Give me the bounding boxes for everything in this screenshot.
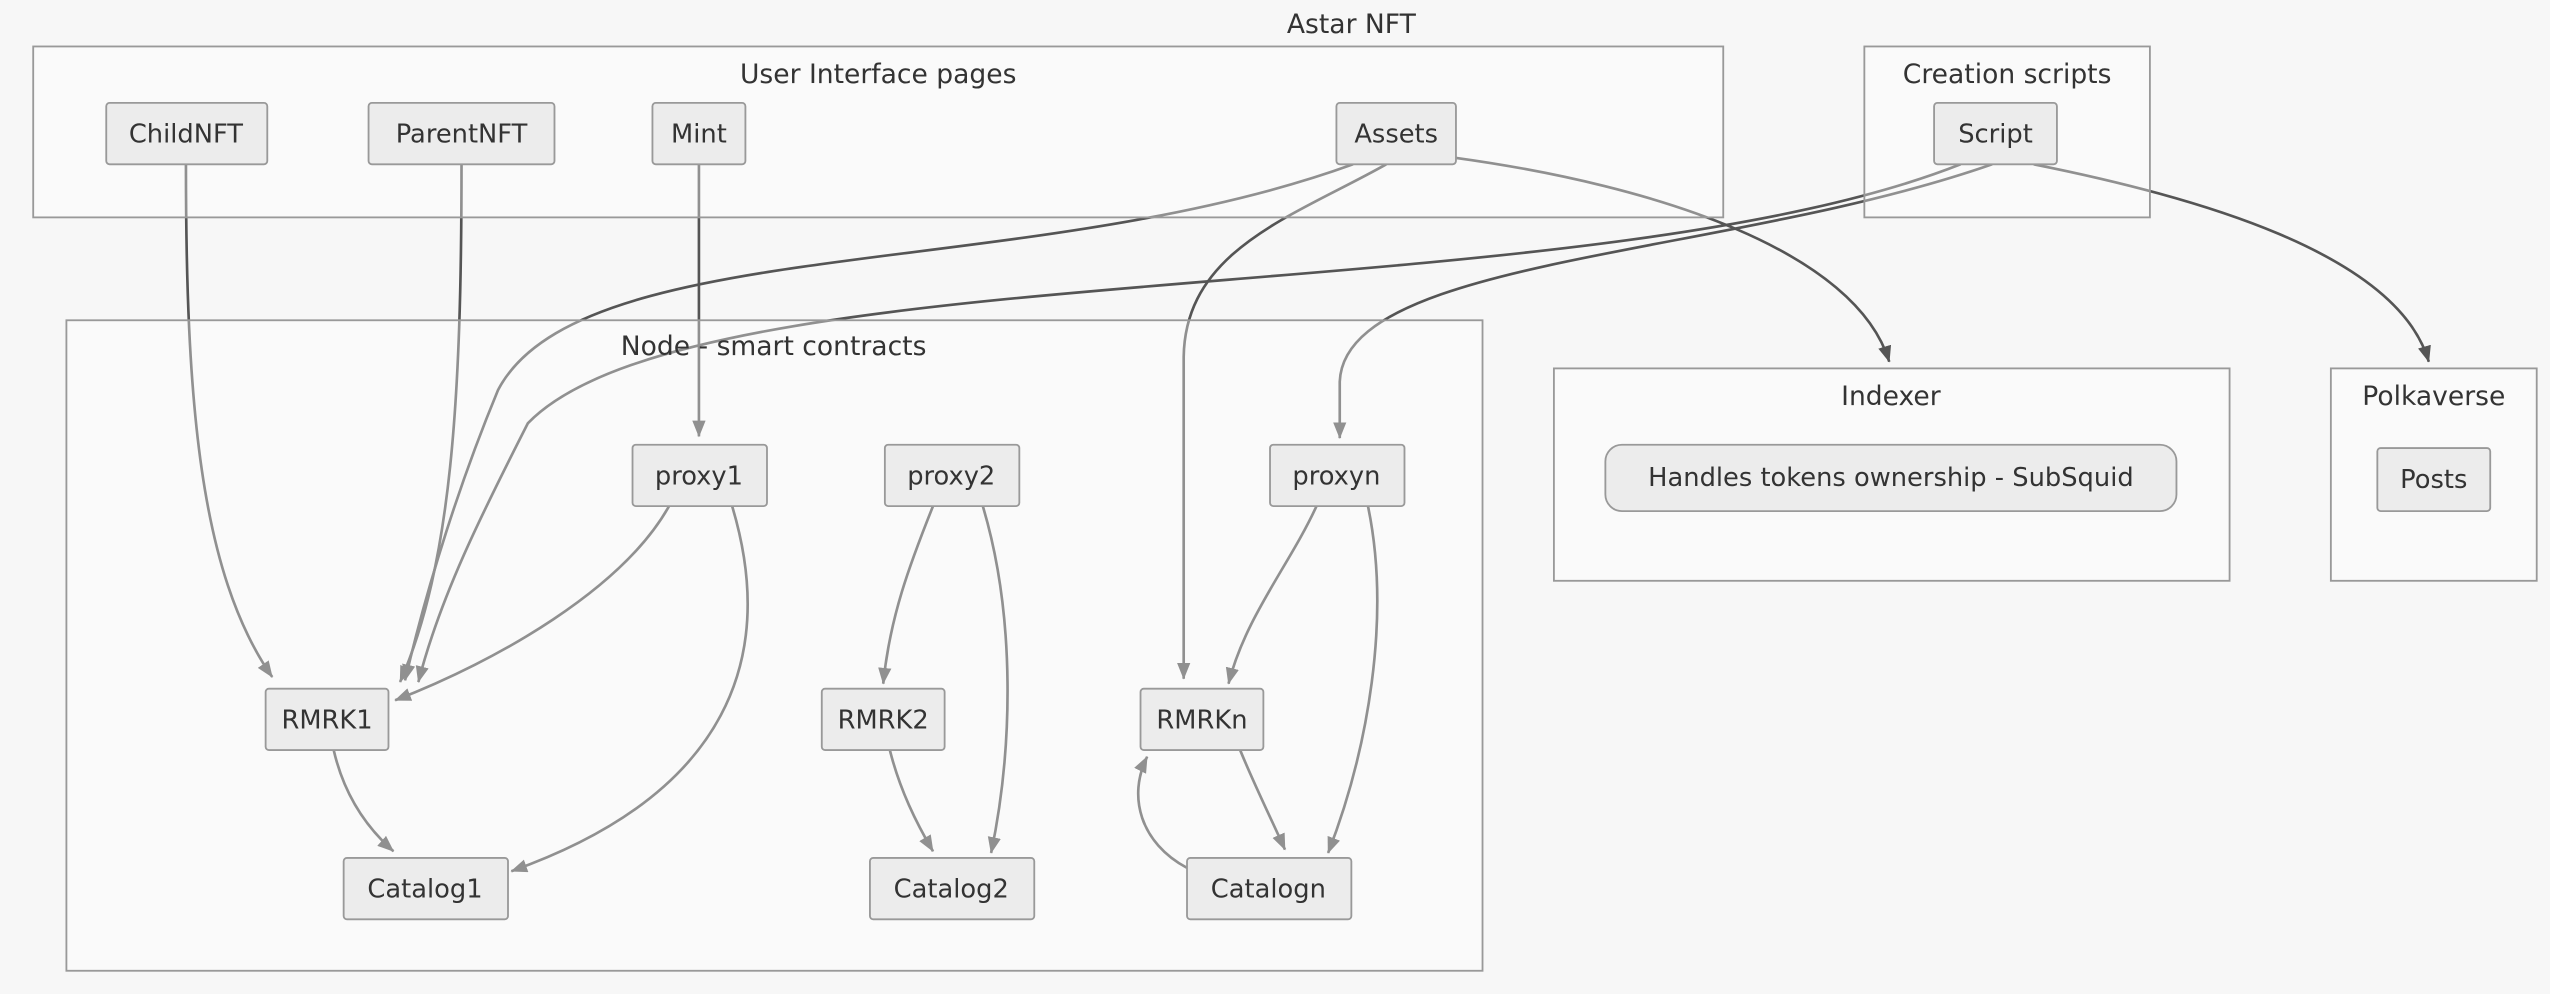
node-script: Script <box>1933 101 2058 166</box>
node-catalog2-box <box>869 857 1036 921</box>
node-parentnft-label: ParentNFT <box>396 120 528 150</box>
edge-rmrk2-catalog2 <box>888 749 935 853</box>
node-catalogn-label: Catalogn <box>1211 875 1326 905</box>
node-proxyn-label: proxyn <box>1292 462 1380 492</box>
node-rmrkn: RMRKn <box>1139 687 1265 751</box>
node-proxy1-label: proxy1 <box>655 462 743 492</box>
cluster-polkaverse-label: Polkaverse <box>2362 381 2505 412</box>
node-parentnft-box <box>367 101 556 166</box>
node-proxyn-box <box>1269 443 1406 508</box>
node-proxy2-label: proxy2 <box>907 462 995 492</box>
edge-proxy1-rmrk1 <box>394 505 671 702</box>
edge-proxy1-catalog1 <box>510 505 749 873</box>
diagram-title: Astar NFT <box>1287 9 1417 40</box>
node-rmrk1-label: RMRK1 <box>281 705 372 735</box>
node-rmrk1: RMRK1 <box>264 687 390 751</box>
node-script-label: Script <box>1958 120 2033 150</box>
node-proxy2-box <box>883 443 1021 508</box>
node-catalog1: Catalog1 <box>342 857 509 921</box>
node-script-box <box>1933 101 2058 166</box>
node-assets-box <box>1335 101 1457 166</box>
edge-layer <box>184 156 2431 873</box>
node-mint-box <box>651 101 747 166</box>
edge-rmrk1-catalog1 <box>332 749 395 853</box>
cluster-ui: User Interface pages <box>32 45 1725 219</box>
node-catalog2: Catalog2 <box>869 857 1036 921</box>
node-catalog1-label: Catalog1 <box>367 875 482 905</box>
edge-proxy2-catalog2 <box>981 505 1009 854</box>
node-proxy1-box <box>631 443 768 508</box>
node-mint-label: Mint <box>671 120 727 150</box>
node-childnft-label: ChildNFT <box>129 120 243 150</box>
edge-catalogn-rmrkn <box>1134 755 1188 870</box>
node-rmrkn-box <box>1139 687 1265 751</box>
node-parentnft: ParentNFT <box>367 101 556 166</box>
node-catalog1-box <box>342 857 509 921</box>
node-subsquid-box <box>1604 443 2178 513</box>
edge-script-polkaverse <box>2033 162 2431 363</box>
node-proxy1: proxy1 <box>631 443 768 508</box>
node-catalogn-box <box>1186 857 1353 921</box>
edge-proxyn-rmrkn <box>1225 505 1318 685</box>
node-rmrk2-box <box>820 687 946 751</box>
node-proxy2: proxy2 <box>883 443 1021 508</box>
edge-script-rmrk1 <box>415 163 1962 683</box>
cluster-creation-label: Creation scripts <box>1903 59 2112 90</box>
node-catalog2-label: Catalog2 <box>894 875 1009 905</box>
node-rmrkn-label: RMRKn <box>1156 705 1247 735</box>
edge-proxyn-catalogn <box>1326 505 1379 854</box>
node-proxyn: proxyn <box>1269 443 1406 508</box>
node-subsquid-label: Handles tokens ownership - SubSquid <box>1648 463 2134 493</box>
node-posts-label: Posts <box>2400 465 2467 495</box>
edge-parentnft-rmrk1 <box>398 164 463 683</box>
node-rmrk2: RMRK2 <box>820 687 946 751</box>
edge-script-proxyn <box>1333 163 1993 439</box>
node-mint: Mint <box>651 101 747 166</box>
cluster-ui-label: User Interface pages <box>740 59 1016 90</box>
node-assets: Assets <box>1335 101 1457 166</box>
cluster-contracts-label: Node - smart contracts <box>621 331 927 362</box>
edge-childnft-rmrk1 <box>184 164 274 678</box>
cluster-indexer-label: Indexer <box>1841 381 1941 412</box>
node-catalogn: Catalogn <box>1186 857 1353 921</box>
node-assets-label: Assets <box>1354 120 1438 150</box>
node-posts: Posts <box>2376 447 2492 513</box>
node-childnft-box <box>105 101 269 166</box>
edge-assets-rmrkn <box>1177 163 1387 680</box>
node-rmrk1-box <box>264 687 390 751</box>
node-posts-box <box>2376 447 2492 513</box>
node-subsquid: Handles tokens ownership - SubSquid <box>1604 443 2178 513</box>
node-rmrk2-label: RMRK2 <box>838 705 929 735</box>
edge-proxy2-rmrk2 <box>878 505 935 685</box>
node-childnft: ChildNFT <box>105 101 269 166</box>
edge-rmrkn-catalogn <box>1238 749 1287 851</box>
